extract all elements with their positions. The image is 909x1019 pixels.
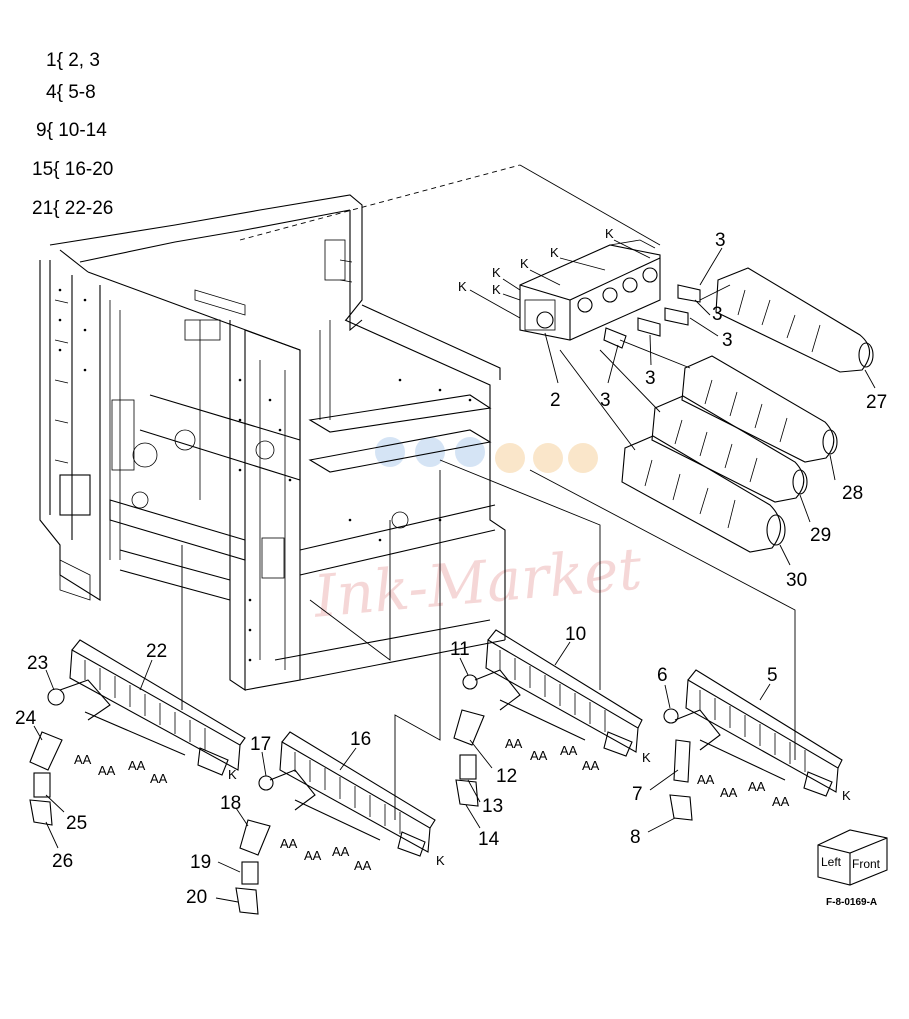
k-label: K <box>550 245 559 260</box>
callout-7: 7 <box>632 784 643 805</box>
toner-cartridge-28 <box>681 355 838 463</box>
developer-parts-17-20 <box>235 775 274 915</box>
callout-16: 16 <box>350 729 371 750</box>
leader-lines <box>181 459 796 820</box>
developer-housing-10 <box>474 629 643 757</box>
legend-range: 5-8 <box>62 82 96 103</box>
callout-22: 22 <box>146 641 167 662</box>
aa-label: AA <box>98 763 116 778</box>
legend-group: 1{ <box>46 50 63 71</box>
callout-28: 28 <box>842 483 863 504</box>
k-label: K <box>492 265 501 280</box>
callout-13: 13 <box>482 796 503 817</box>
callout-8: 8 <box>630 827 641 848</box>
reference-line <box>519 164 661 246</box>
developer-housing-22 <box>59 639 246 776</box>
callout-3: 3 <box>600 390 611 411</box>
callout-26: 26 <box>52 851 73 872</box>
aa-label: AA <box>505 736 523 751</box>
callout-3: 3 <box>715 230 726 251</box>
callout-3: 3 <box>722 330 733 351</box>
callout-3: 3 <box>712 304 723 325</box>
developer-housing-16 <box>269 731 436 857</box>
aa-label: AA <box>582 758 600 773</box>
toner-cartridge-30 <box>621 435 786 553</box>
callout-18: 18 <box>220 793 241 814</box>
callout-30: 30 <box>786 570 807 591</box>
legend-group: 15{ <box>32 159 60 180</box>
aa-labels: AA AA AA AA AA AA AA AA AA AA AA AA AA A… <box>74 736 790 873</box>
callout-5: 5 <box>767 665 778 686</box>
legend-group: 9{ <box>36 120 53 141</box>
callout-17: 17 <box>250 734 271 755</box>
callout-29: 29 <box>810 525 831 546</box>
k-label: K <box>228 767 237 782</box>
aa-label: AA <box>748 779 766 794</box>
developer-parts-23-26 <box>29 688 65 826</box>
developer-parts-11-14 <box>453 674 485 807</box>
legend-row-4: 15{ 16-20 <box>32 159 113 181</box>
k-labels-housings: K K K K <box>228 750 851 868</box>
aa-label: AA <box>560 743 578 758</box>
aa-label: AA <box>304 848 322 863</box>
callout-27: 27 <box>866 392 887 413</box>
legend-row-1: 1{ 2, 3 <box>46 50 100 72</box>
callout-10: 10 <box>565 624 586 645</box>
k-label: K <box>492 282 501 297</box>
aa-label: AA <box>697 772 715 787</box>
callout-6: 6 <box>657 665 668 686</box>
k-labels-holder: K K K K K K <box>458 226 614 297</box>
callout-24: 24 <box>15 708 37 729</box>
legend-group: 21{ <box>32 198 60 219</box>
callout-19: 19 <box>190 852 211 873</box>
orientation-cube: Left Front <box>817 829 888 886</box>
k-label: K <box>458 279 467 294</box>
developer-housing-5 <box>674 669 843 797</box>
figure-id: F-8-0169-A <box>826 897 878 908</box>
callout-25: 25 <box>66 813 87 834</box>
aa-label: AA <box>150 771 168 786</box>
aa-label: AA <box>74 752 92 767</box>
callout-numbers: 2 3 3 3 3 3 27 28 29 30 22 23 24 25 26 1… <box>15 230 887 908</box>
frame-holes <box>58 288 472 662</box>
callout-leaders <box>33 247 876 903</box>
aa-label: AA <box>772 794 790 809</box>
callout-14: 14 <box>478 829 500 850</box>
legend-range: 10-14 <box>52 120 107 141</box>
legend-row-3: 9{ 10-14 <box>36 120 107 142</box>
legend-range: 22-26 <box>59 198 114 219</box>
orientation-left-label: Left <box>821 855 842 869</box>
cartridge-holder-assembly <box>519 239 701 349</box>
legend-group: 4{ <box>46 82 63 103</box>
legend-row-5: 21{ 22-26 <box>32 198 113 220</box>
callout-23: 23 <box>27 653 48 674</box>
aa-label: AA <box>332 844 350 859</box>
aa-label: AA <box>280 836 298 851</box>
callout-12: 12 <box>496 766 517 787</box>
legend-row-2: 4{ 5-8 <box>46 82 96 104</box>
callout-11: 11 <box>450 639 470 660</box>
k-label: K <box>605 226 614 241</box>
orientation-front-label: Front <box>852 857 881 871</box>
reference-dashed-line <box>239 164 521 241</box>
aa-label: AA <box>128 758 146 773</box>
callout-20: 20 <box>186 887 207 908</box>
main-frame <box>39 194 506 692</box>
aa-label: AA <box>354 858 372 873</box>
developer-parts-6-8 <box>663 708 693 821</box>
legend-range: 16-20 <box>59 159 114 180</box>
watermark-text: Ink-Market <box>310 534 645 631</box>
k-label: K <box>520 256 529 271</box>
callout-3: 3 <box>645 368 656 389</box>
aa-label: AA <box>720 785 738 800</box>
aa-label: AA <box>530 748 548 763</box>
callout-2: 2 <box>550 390 561 411</box>
toner-cartridge-29 <box>651 395 808 503</box>
k-label: K <box>436 853 445 868</box>
k-label: K <box>842 788 851 803</box>
legend-range: 2, 3 <box>62 50 100 71</box>
k-label: K <box>642 750 651 765</box>
toner-cartridge-27 <box>715 267 874 373</box>
